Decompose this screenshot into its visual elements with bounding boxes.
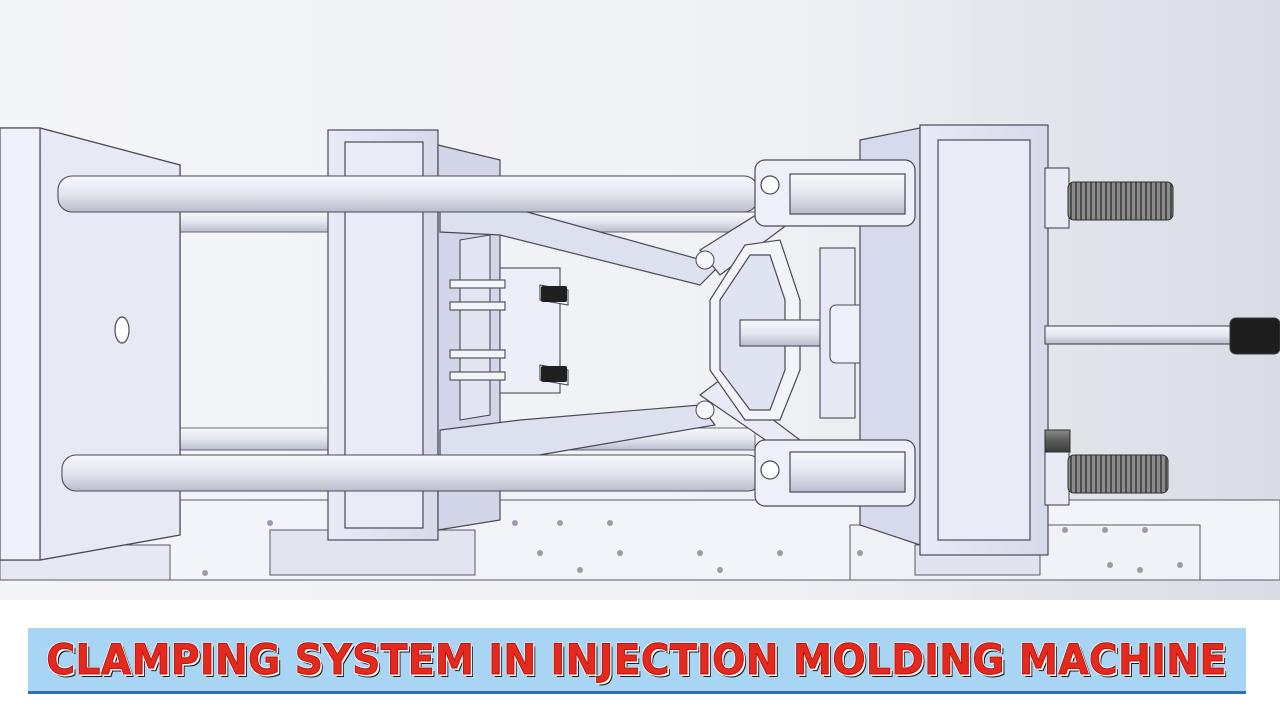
toggle-bushings: [754, 159, 916, 507]
threaded-ends: [1044, 181, 1174, 494]
title-text: CLAMPING SYSTEM IN INJECTION MOLDING MAC…: [46, 635, 1228, 685]
ejector-nuts: [541, 286, 567, 382]
bed-bolt-dots: [202, 520, 1183, 576]
ejector-assembly: [449, 234, 569, 421]
front-tie-bars: [57, 175, 763, 492]
toggle-links: [439, 194, 802, 466]
machine-bed: [0, 499, 1280, 581]
tie-bar-nuts: [1044, 167, 1070, 506]
rear-platen: [859, 124, 1049, 556]
clamping-unit-render: [0, 0, 1280, 600]
stationary-platen: [0, 127, 181, 561]
title-banner: CLAMPING SYSTEM IN INJECTION MOLDING MAC…: [28, 628, 1246, 694]
hydraulic-cylinder: [1044, 317, 1280, 355]
